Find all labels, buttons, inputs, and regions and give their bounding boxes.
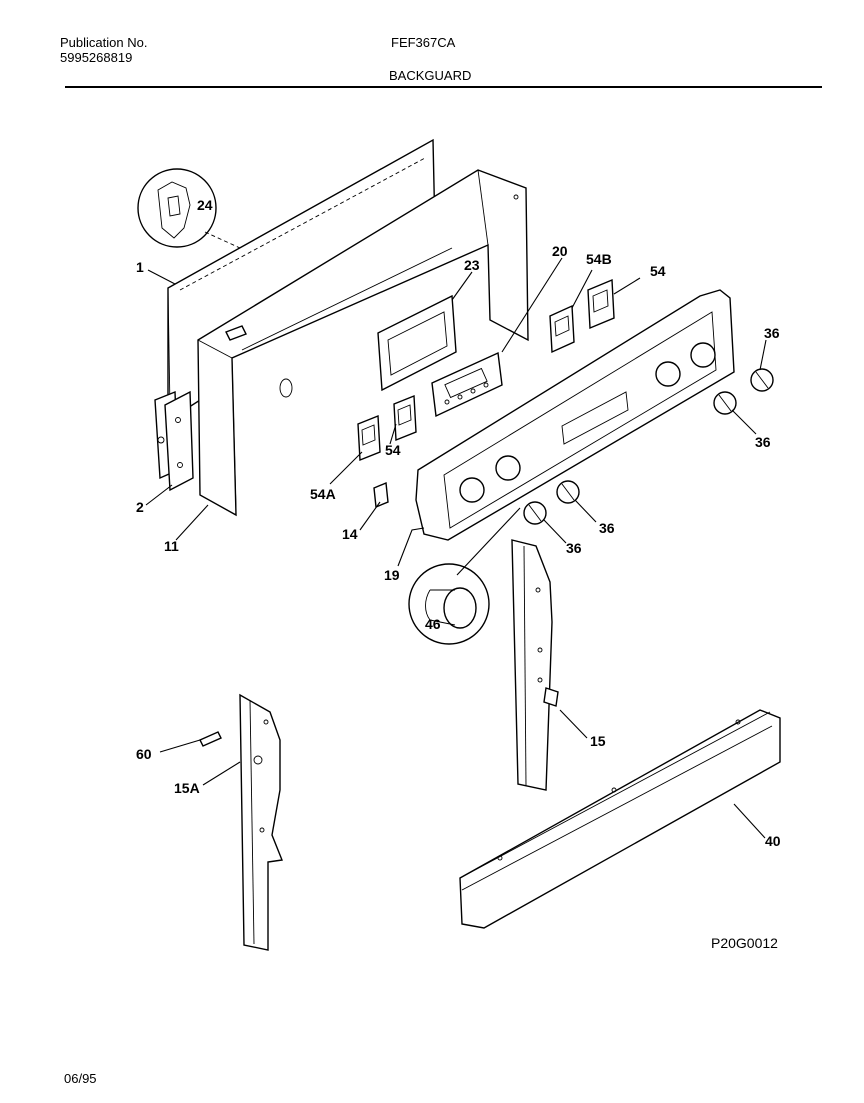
- callout-15: 15: [590, 733, 606, 749]
- callout-40: 40: [765, 833, 781, 849]
- callout-36-c: 36: [599, 520, 615, 536]
- callout-54A: 54A: [310, 486, 336, 502]
- part-46-detail: [408, 563, 490, 645]
- publication-label: Publication No.: [60, 35, 148, 50]
- model-number: FEF367CA: [391, 35, 456, 50]
- callout-54-right: 54: [650, 263, 666, 279]
- part-54-switch-right: [587, 278, 615, 330]
- part-36-knobs: [523, 368, 774, 525]
- callout-14: 14: [342, 526, 358, 542]
- callout-46: 46: [425, 616, 441, 632]
- callout-36-a: 36: [764, 325, 780, 341]
- callout-36-d: 36: [566, 540, 582, 556]
- callout-labels: 1 2 11 14 15 15A 19 20 23 24 36 36 36 36…: [136, 197, 781, 849]
- part-20-clock-module: [431, 351, 503, 418]
- callout-36-b: 36: [755, 434, 771, 450]
- part-19-control-panel: [415, 289, 735, 541]
- part-24-detail: [137, 168, 241, 249]
- part-14-switch: [373, 481, 389, 509]
- part-11-backguard-shell: [197, 169, 529, 517]
- callout-15A: 15A: [174, 780, 200, 796]
- publication-number: 5995268819: [60, 50, 133, 65]
- callout-19: 19: [384, 567, 400, 583]
- callout-1: 1: [136, 259, 144, 275]
- part-23-frame: [377, 294, 457, 392]
- callout-20: 20: [552, 243, 568, 259]
- part-15-side-bracket: [511, 539, 559, 791]
- callout-54-left: 54: [385, 442, 401, 458]
- callout-2: 2: [136, 499, 144, 515]
- callout-23: 23: [464, 257, 480, 273]
- section-title: BACKGUARD: [389, 68, 472, 83]
- header-rule: [65, 86, 822, 88]
- part-54B-switch: [549, 304, 575, 354]
- part-54A-switch: [357, 414, 381, 462]
- callout-24: 24: [197, 197, 213, 213]
- part-2-bracket: [164, 390, 194, 492]
- part-54-switch-left: [393, 394, 417, 442]
- callout-54B: 54B: [586, 251, 612, 267]
- part-15A-side-bracket: [239, 693, 283, 951]
- part-60-screw: [199, 731, 222, 747]
- publication-date: 06/95: [64, 1071, 97, 1086]
- diagram-code: P20G0012: [711, 935, 778, 951]
- leader-lines: [145, 257, 767, 839]
- callout-11: 11: [164, 538, 179, 554]
- part-40-trim: [459, 709, 781, 929]
- callout-60: 60: [136, 746, 152, 762]
